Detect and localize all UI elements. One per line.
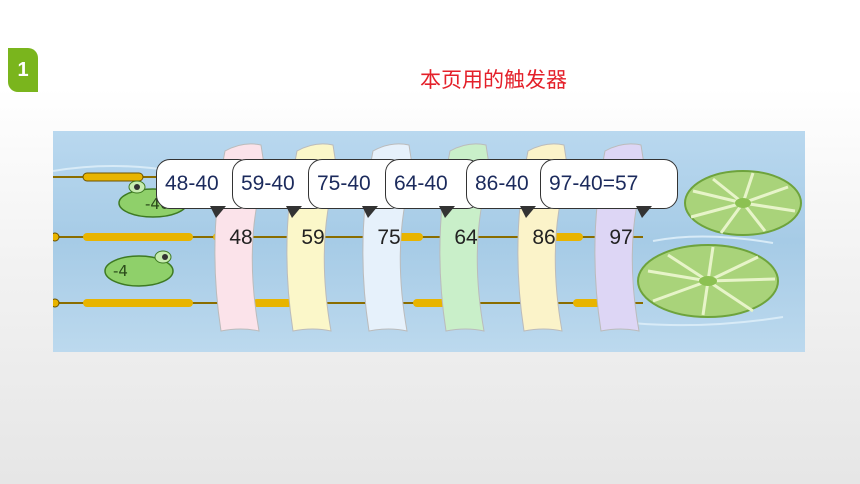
lily-pad-top bbox=[684, 170, 802, 236]
strip-number-4: 64 bbox=[454, 226, 478, 249]
strip-number-2: 59 bbox=[301, 226, 325, 249]
trigger-caption: 本页用的触发器 bbox=[420, 68, 567, 92]
strip-number-1: 48 bbox=[229, 226, 253, 249]
frog-bottom bbox=[104, 250, 174, 287]
bubble-tail-4 bbox=[439, 206, 455, 218]
slide-number: 1 bbox=[17, 58, 29, 81]
lily-pad-bottom bbox=[637, 244, 779, 318]
equation-bubble-4[interactable]: 64-40 bbox=[385, 159, 481, 209]
strip-number-5: 86 bbox=[532, 226, 556, 249]
strip-number-6: 97 bbox=[609, 226, 633, 249]
bubble-tail-6 bbox=[636, 206, 652, 218]
bubble-tail-2 bbox=[286, 206, 302, 218]
bubble-tail-5 bbox=[520, 206, 536, 218]
strip-number-3: 75 bbox=[377, 226, 401, 249]
frog-bottom-label: -4 bbox=[113, 262, 128, 280]
bubble-tail-3 bbox=[362, 206, 378, 218]
bubble-tail-1 bbox=[210, 206, 226, 218]
slide-number-badge: 1 bbox=[8, 48, 38, 92]
equation-bubble-6[interactable]: 97-40=57 bbox=[540, 159, 678, 209]
